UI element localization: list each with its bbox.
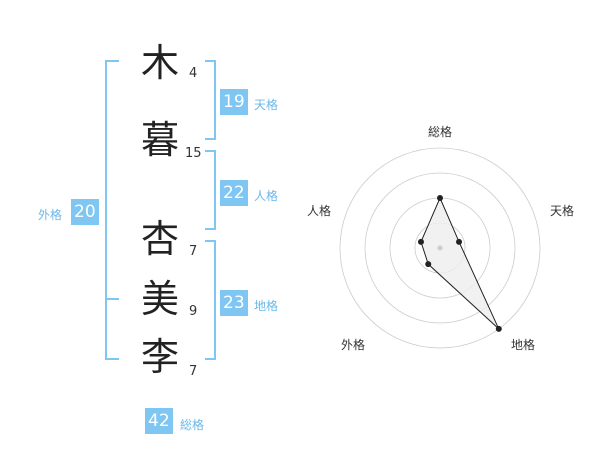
- chikaku-label: 地格: [254, 299, 279, 313]
- tenkaku-label: 天格: [254, 98, 279, 112]
- gaikaku-bracket: [105, 60, 119, 360]
- name-char-2: 暮: [140, 118, 179, 162]
- radar-label-jinkaku: 人格: [307, 204, 332, 218]
- bracket-divider: [105, 298, 119, 300]
- stroke-count-5: 7: [189, 364, 198, 379]
- radar-label-gaikaku: 外格: [341, 338, 366, 352]
- radar-point: [437, 195, 443, 201]
- stroke-count-4: 9: [189, 304, 198, 319]
- radar-label-soukaku: 総格: [428, 125, 453, 139]
- radar-ring: [339, 147, 541, 349]
- radar-point: [417, 238, 424, 245]
- soukaku-value: 42: [145, 408, 173, 434]
- radar-label-chikaku: 地格: [511, 338, 536, 352]
- name-char-1: 木: [140, 41, 179, 85]
- jinkaku-bracket: [205, 150, 216, 230]
- radar-center: [437, 245, 443, 251]
- soukaku-label: 総格: [180, 418, 205, 432]
- radar-ring: [364, 172, 516, 324]
- jinkaku-value: 22: [220, 180, 248, 206]
- radar-polygon: [420, 196, 500, 330]
- radar-point: [456, 238, 463, 245]
- gaikaku-label: 外格: [38, 208, 63, 222]
- tenkaku-value: 19: [220, 89, 248, 115]
- radar-point: [425, 261, 432, 268]
- stroke-count-3: 7: [189, 244, 198, 259]
- tenkaku-bracket: [205, 60, 216, 140]
- stroke-count-2: 15: [185, 146, 202, 161]
- radar-point: [495, 325, 502, 332]
- chikaku-value: 23: [220, 290, 248, 316]
- gaikaku-value: 20: [71, 199, 99, 225]
- jinkaku-label: 人格: [254, 189, 279, 203]
- name-char-3: 杏: [140, 217, 179, 261]
- radar-chart: [339, 147, 541, 349]
- stroke-count-1: 4: [189, 66, 198, 81]
- chikaku-bracket: [205, 240, 216, 360]
- name-char-5: 李: [140, 335, 179, 379]
- name-char-4: 美: [140, 277, 179, 321]
- radar-label-tenkaku: 天格: [550, 204, 575, 218]
